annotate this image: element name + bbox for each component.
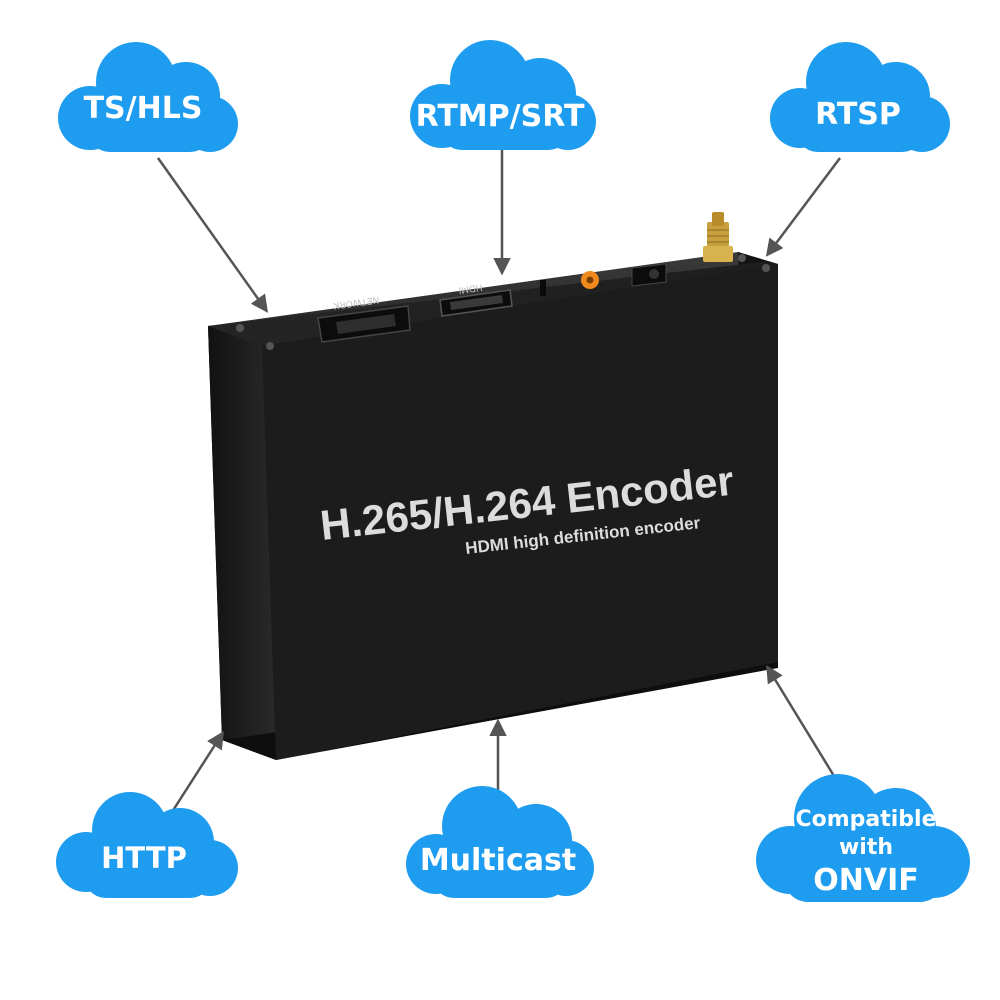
cloud-rtsp-label: RTSP (815, 97, 901, 132)
antenna-connector-icon (703, 212, 733, 262)
cloud-rtmp-srt: RTMP/SRT (410, 40, 596, 150)
cloud-multicast-label: Multicast (420, 843, 576, 878)
cloud-onvif-line2: with (839, 835, 893, 860)
arrow-rtsp (765, 157, 841, 257)
cloud-onvif-line3: ONVIF (813, 863, 918, 898)
encoder-device: NETWORK HDMI H.265/H.264 Encoder HDMI hi… (208, 212, 778, 760)
hdmi-port-label: HDMI (458, 281, 483, 294)
cloud-onvif: Compatible with ONVIF (756, 774, 970, 902)
cloud-onvif-line1: Compatible (795, 807, 936, 832)
cloud-http-label: HTTP (101, 841, 187, 875)
cloud-ts-hls: TS/HLS (58, 42, 238, 152)
cloud-multicast: Multicast (406, 786, 594, 898)
screw-icon (762, 264, 770, 272)
screw-icon (236, 324, 244, 332)
arrow-ts-hls (156, 157, 269, 313)
arrow-http (170, 731, 224, 813)
cloud-http: HTTP (56, 792, 238, 898)
cloud-ts-hls-label: TS/HLS (84, 91, 203, 126)
device-left-side (208, 326, 276, 760)
arrows (156, 150, 841, 813)
dc-jack (631, 263, 667, 287)
dc-jack-hole (649, 269, 659, 279)
screw-icon (738, 254, 746, 262)
arrow-onvif (766, 665, 836, 777)
toggle-switch (540, 280, 546, 296)
cloud-rtmp-srt-label: RTMP/SRT (416, 99, 585, 134)
cloud-rtsp: RTSP (770, 42, 950, 152)
screw-icon (266, 342, 274, 350)
audio-jack-hole (586, 276, 594, 284)
device-main-face (262, 264, 778, 760)
hdmi-port: HDMI (439, 281, 513, 317)
